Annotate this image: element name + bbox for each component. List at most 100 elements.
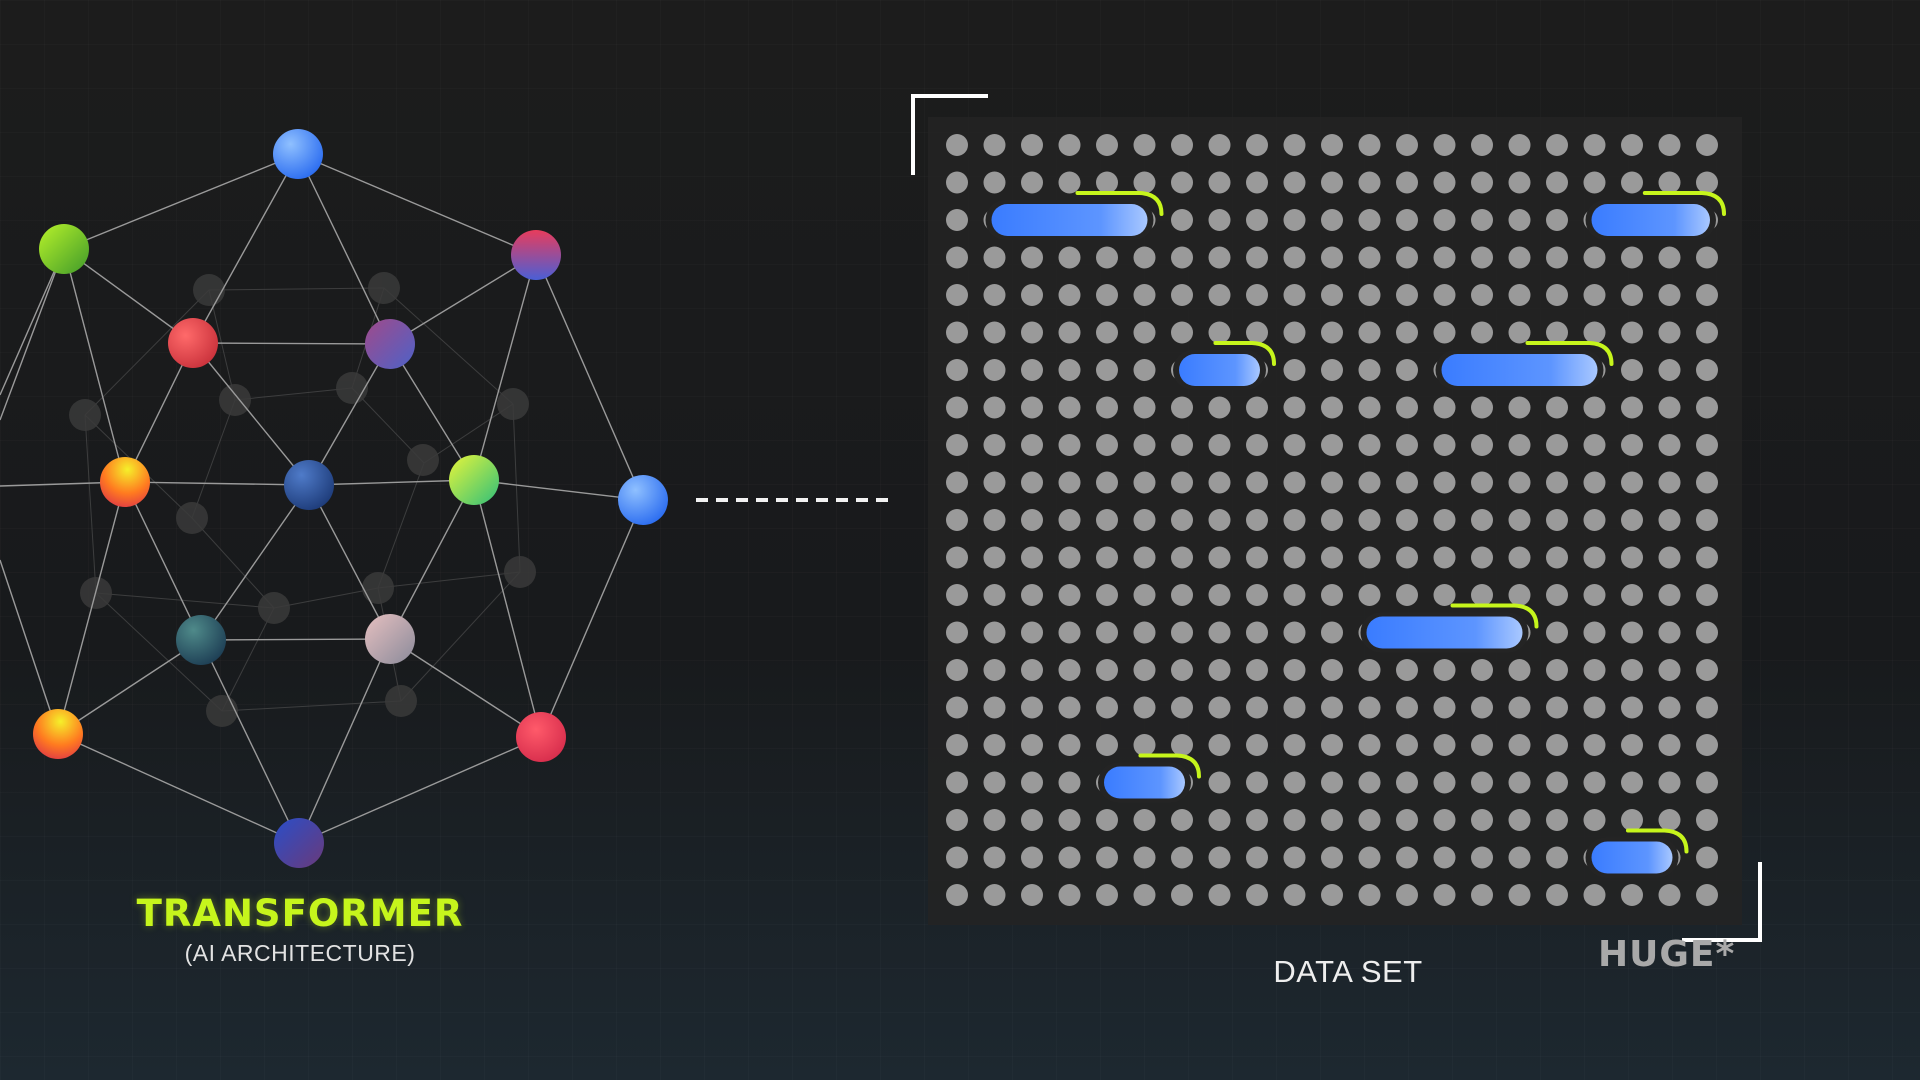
grid-dot xyxy=(1358,771,1381,794)
grid-dot xyxy=(1021,809,1043,831)
grid-dot xyxy=(1133,621,1156,644)
grid-dot xyxy=(946,659,968,681)
grid-dot xyxy=(1396,846,1418,869)
grid-dot xyxy=(1246,809,1268,831)
grid-dot xyxy=(1096,846,1118,869)
grid-dot xyxy=(1546,171,1568,194)
grid-dot xyxy=(1171,246,1193,269)
grid-dot xyxy=(1208,134,1231,156)
grid-dot xyxy=(946,884,968,906)
grid-dot xyxy=(1096,359,1118,381)
grid-dot xyxy=(1396,546,1418,569)
grid-dot xyxy=(1471,884,1493,906)
grid-dot xyxy=(1058,734,1081,756)
grid-dot xyxy=(1096,546,1118,569)
grid-dot xyxy=(1171,546,1193,569)
grid-dot xyxy=(1246,696,1268,719)
grid-dot xyxy=(1508,846,1531,869)
grid-dot xyxy=(1171,734,1193,756)
grid-dot xyxy=(1433,246,1456,269)
grid-dot xyxy=(1621,509,1643,531)
grid-dot xyxy=(1433,396,1456,419)
grid-dot xyxy=(1658,771,1681,794)
grid-dot xyxy=(1058,659,1081,681)
grid-dot xyxy=(946,621,968,644)
grid-dot xyxy=(1096,809,1118,831)
grid-dot xyxy=(1583,771,1606,794)
grid-dot xyxy=(1246,884,1268,906)
grid-dot xyxy=(1433,696,1456,719)
network-node xyxy=(176,615,226,665)
grid-dot xyxy=(1696,134,1718,156)
network-node-back xyxy=(193,274,225,306)
grid-dot xyxy=(1321,434,1343,456)
grid-dot xyxy=(1096,134,1118,156)
segment-bar xyxy=(1441,354,1598,386)
grid-dot xyxy=(1321,209,1343,231)
grid-dot xyxy=(1471,771,1493,794)
grid-dot xyxy=(983,509,1006,531)
grid-dot xyxy=(1246,734,1268,756)
grid-dot xyxy=(1396,771,1418,794)
grid-dot xyxy=(1508,471,1531,494)
grid-dot xyxy=(1021,621,1043,644)
grid-dot xyxy=(1133,884,1156,906)
grid-dot xyxy=(1058,471,1081,494)
grid-dot xyxy=(1208,396,1231,419)
grid-dot xyxy=(1133,284,1156,306)
grid-dot xyxy=(1096,434,1118,456)
segment-highlight-arc xyxy=(1625,828,1689,854)
grid-dot xyxy=(1621,284,1643,306)
grid-dot xyxy=(1133,321,1156,344)
grid-dot xyxy=(1171,209,1193,231)
grid-dot xyxy=(1546,284,1568,306)
grid-dot xyxy=(1696,434,1718,456)
network-node xyxy=(33,709,83,759)
grid-dot xyxy=(1096,696,1118,719)
grid-dot xyxy=(1171,284,1193,306)
grid-dot xyxy=(1433,884,1456,906)
grid-dot xyxy=(1696,884,1718,906)
grid-dot xyxy=(1583,584,1606,606)
grid-dot xyxy=(1283,696,1306,719)
grid-dot xyxy=(1471,434,1493,456)
grid-dot xyxy=(1133,696,1156,719)
grid-dot xyxy=(983,284,1006,306)
grid-dot xyxy=(1321,621,1343,644)
grid-dot xyxy=(1471,846,1493,869)
grid-dot xyxy=(1546,696,1568,719)
grid-dot xyxy=(1283,846,1306,869)
grid-dot xyxy=(1321,696,1343,719)
network-node xyxy=(100,457,150,507)
grid-dot xyxy=(1621,321,1643,344)
grid-dot xyxy=(1583,471,1606,494)
grid-dot xyxy=(1433,134,1456,156)
grid-dot xyxy=(1058,434,1081,456)
highlighted-segment xyxy=(1585,828,1689,878)
grid-dot xyxy=(1283,546,1306,569)
grid-dot xyxy=(946,471,968,494)
grid-dot xyxy=(1321,509,1343,531)
grid-dot xyxy=(1096,471,1118,494)
grid-dot xyxy=(1583,246,1606,269)
segment-bar xyxy=(1591,841,1673,874)
grid-dot xyxy=(1696,659,1718,681)
grid-dot xyxy=(1358,171,1381,194)
grid-dot xyxy=(1358,584,1381,606)
segment-highlight-arc xyxy=(1525,341,1614,366)
grid-dot xyxy=(1508,171,1531,194)
grid-dot xyxy=(1696,809,1718,831)
grid-dot xyxy=(1433,171,1456,194)
grid-dot xyxy=(1171,321,1193,344)
grid-dot xyxy=(1508,509,1531,531)
grid-dot xyxy=(1621,396,1643,419)
grid-dot xyxy=(1508,209,1531,231)
grid-dot xyxy=(1021,471,1043,494)
segment-highlight-arc xyxy=(1642,191,1726,216)
grid-dot xyxy=(983,809,1006,831)
grid-dot xyxy=(1058,546,1081,569)
grid-dot xyxy=(1246,621,1268,644)
grid-dot xyxy=(1171,509,1193,531)
grid-dot xyxy=(1246,846,1268,869)
grid-dot xyxy=(1696,471,1718,494)
